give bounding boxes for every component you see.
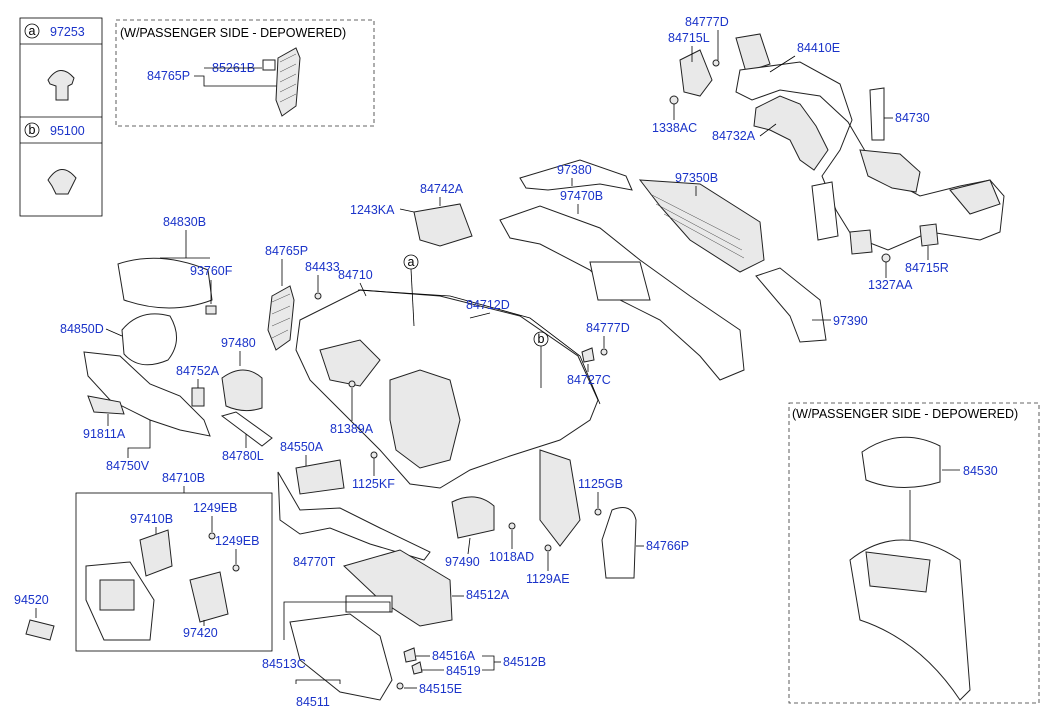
label-84727C: 84727C: [567, 373, 611, 387]
defroster-ducts: [499, 159, 827, 381]
label-84765P: 84765P: [265, 244, 308, 258]
part-84830B-cluster-fascia: [117, 257, 213, 309]
part-84512A: [343, 549, 453, 627]
legend-a-circle: [24, 23, 40, 39]
label-84770T: 84770T: [293, 555, 336, 569]
label-84511: 84511: [296, 695, 330, 709]
label-1125KF: 1125KF: [352, 477, 395, 491]
legend-table: a 97253 b 95100: [19, 17, 103, 217]
label-84766P: 84766P: [646, 539, 689, 553]
label-84732A: 84732A: [712, 129, 756, 143]
part-97350B-duct: [638, 179, 765, 273]
part-84530-airbag: [861, 436, 941, 489]
label-1327AA: 1327AA: [868, 278, 913, 292]
top-variant-box: (W/PASSENGER SIDE - DEPOWERED) 84765P 85…: [115, 19, 375, 127]
label-1129AE: 1129AE: [526, 572, 570, 586]
part-94520: [25, 619, 55, 641]
label-84710B: 84710B: [162, 471, 205, 485]
label-84715R: 84715R: [905, 261, 949, 275]
part-97390-duct: [755, 267, 827, 343]
label-1243KA: 1243KA: [350, 203, 395, 217]
label-97410B: 97410B: [130, 512, 173, 526]
label-97480: 97480: [221, 336, 256, 350]
label-97380: 97380: [557, 163, 592, 177]
label-84715L: 84715L: [668, 31, 710, 45]
label-84752A: 84752A: [176, 364, 220, 378]
callout-a-letter: a: [408, 255, 415, 269]
part-91811A: [87, 395, 125, 415]
callout-b-letter: b: [538, 332, 545, 346]
label-84780L: 84780L: [222, 449, 264, 463]
label-97420: 97420: [183, 626, 218, 640]
part-84742A: [413, 203, 473, 247]
label-84777D: 84777D: [586, 321, 630, 335]
label-97490: 97490: [445, 555, 480, 569]
part-84766P: [601, 507, 637, 579]
legend-b-circle: [24, 122, 40, 138]
part-84765P: [267, 285, 295, 351]
label-81389A: 81389A: [330, 422, 374, 436]
part-84550A: [295, 459, 345, 495]
label-94520: 94520: [14, 593, 49, 607]
part-84850D: [121, 313, 177, 366]
part-97480-vent: [221, 369, 263, 412]
part-84780L: [220, 411, 273, 447]
label-97470B: 97470B: [560, 189, 603, 203]
clip-95100-icon: [47, 169, 77, 195]
legend-b-letter: b: [29, 123, 36, 137]
label-97350B: 97350B: [675, 171, 718, 185]
label-84512B: 84512B: [503, 655, 546, 669]
label-1249EB-b: 1249EB: [215, 534, 259, 548]
label-84830B: 84830B: [163, 215, 206, 229]
legend-b-code: 95100: [50, 124, 85, 138]
label-84433: 84433: [305, 260, 340, 274]
label-84742A: 84742A: [420, 182, 464, 196]
label-84512A: 84512A: [466, 588, 510, 602]
label-84519: 84519: [446, 664, 481, 678]
label-84765P-top: 84765P: [147, 69, 190, 83]
label-1249EB-a: 1249EB: [193, 501, 237, 515]
label-84710: 84710: [338, 268, 373, 282]
label-84730: 84730: [895, 111, 930, 125]
label-1125GB: 1125GB: [578, 477, 623, 491]
top-variant-title: (W/PASSENGER SIDE - DEPOWERED): [120, 26, 346, 40]
label-91811A: 91811A: [83, 427, 126, 441]
part-84750V: [83, 351, 211, 437]
label-1018AD: 1018AD: [489, 550, 534, 564]
label-84530: 84530: [963, 464, 998, 478]
part-97420-vent: [189, 571, 229, 623]
legend-a-letter: a: [29, 24, 36, 38]
label-84750V: 84750V: [106, 459, 150, 473]
label-84515E: 84515E: [419, 682, 462, 696]
part-97410B-vent: [139, 529, 173, 577]
center-facia-box: 84710B 1249EB 97410B 1249EB 97420: [75, 471, 273, 652]
part-85261B-pad: [262, 59, 276, 71]
label-84516A: 84516A: [432, 649, 476, 663]
label-93760F: 93760F: [190, 264, 233, 278]
label-84850D: 84850D: [60, 322, 104, 336]
label-84712D: 84712D: [466, 298, 510, 312]
part-84511-glove-box: [289, 613, 393, 701]
label-84777D-top: 84777D: [685, 15, 729, 29]
label-1338AC: 1338AC: [652, 121, 697, 135]
label-97390: 97390: [833, 314, 868, 328]
right-variant-title: (W/PASSENGER SIDE - DEPOWERED): [792, 407, 1018, 421]
clip-97253-icon: [47, 70, 75, 101]
part-97380-duct: [519, 159, 633, 191]
legend-a-code: 97253: [50, 25, 85, 39]
part-97490-vent: [451, 496, 495, 539]
label-84550A: 84550A: [280, 440, 324, 454]
cowl-crossmember: [669, 33, 1005, 263]
label-84513C: 84513C: [262, 657, 306, 671]
main-crash-pad: [295, 289, 601, 547]
part-84770T: [277, 471, 431, 561]
right-variant-box: (W/PASSENGER SIDE - DEPOWERED) 84530: [788, 402, 1040, 704]
label-84410E: 84410E: [797, 41, 840, 55]
